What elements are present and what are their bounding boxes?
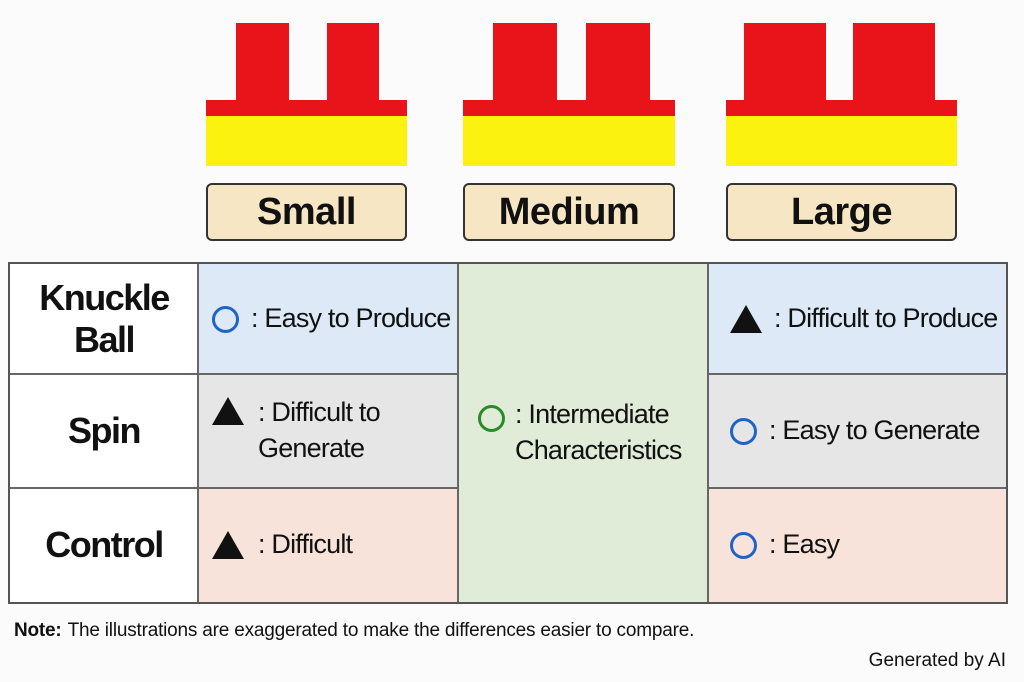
sponge [726, 116, 957, 166]
grid-line [10, 373, 458, 375]
small-control-cell: : Difficult [198, 488, 458, 602]
grid-line [708, 373, 1006, 375]
large-control-cell: : Easy [708, 488, 1006, 602]
small-spin-text: : Difficult to Generate [258, 397, 381, 463]
small-knuckle-cell: : Easy to Produce [198, 264, 458, 374]
topsheet [463, 100, 675, 116]
grid-line [707, 264, 709, 602]
rubber-illustration-large [726, 20, 957, 166]
pimple [236, 23, 289, 103]
medium-text: : Intermediate Characteristics [515, 399, 682, 465]
row-header-knuckle-ball: Knuckle Ball [39, 277, 170, 360]
pimple [493, 23, 557, 103]
ai-credit: Generated by AI [868, 650, 1006, 671]
topsheet [206, 100, 407, 116]
size-label-medium: Medium [463, 183, 675, 241]
blue-circle-icon [730, 531, 757, 559]
size-label-large: Large [726, 183, 957, 241]
grid-line [197, 264, 199, 602]
green-circle-icon [478, 405, 505, 433]
small-spin-cell: : Difficult to Generate [198, 374, 458, 488]
blue-circle-icon [212, 305, 239, 333]
black-triangle-icon [730, 305, 762, 333]
row-header-spin: Spin [68, 410, 142, 451]
large-spin-text: : Easy to Generate [769, 415, 981, 446]
black-triangle-icon [212, 397, 244, 425]
large-control-text: : Easy [769, 529, 840, 560]
rubber-illustration-medium [463, 20, 675, 166]
topsheet [726, 100, 957, 116]
pimple [327, 23, 379, 103]
large-spin-cell: : Easy to Generate [708, 374, 1006, 488]
rubber-illustration-small [206, 20, 407, 166]
sponge [206, 116, 407, 166]
blue-circle-icon [730, 417, 757, 445]
comparison-table: : Easy to Produce : Difficult to Generat… [8, 262, 1008, 604]
grid-line [708, 487, 1006, 489]
row-header-control: Control [45, 524, 164, 565]
grid-line [457, 264, 459, 602]
large-knuckle-cell: : Difficult to Produce [708, 264, 1006, 374]
note-text: The illustrations are exaggerated to mak… [67, 620, 695, 641]
small-control-text: : Difficult [258, 529, 353, 560]
pimple [586, 23, 650, 103]
size-label-small: Small [206, 183, 407, 241]
grid-line [10, 487, 458, 489]
footnote: Note:The illustrations are exaggerated t… [14, 620, 694, 642]
medium-all-cell: : Intermediate Characteristics [458, 264, 708, 602]
small-knuckle-text: : Easy to Produce [251, 303, 451, 334]
pimple [853, 23, 935, 103]
large-knuckle-text: : Difficult to Produce [774, 303, 998, 334]
sponge [463, 116, 675, 166]
pimple [744, 23, 826, 103]
note-label: Note: [14, 620, 62, 641]
black-triangle-icon [212, 531, 244, 559]
